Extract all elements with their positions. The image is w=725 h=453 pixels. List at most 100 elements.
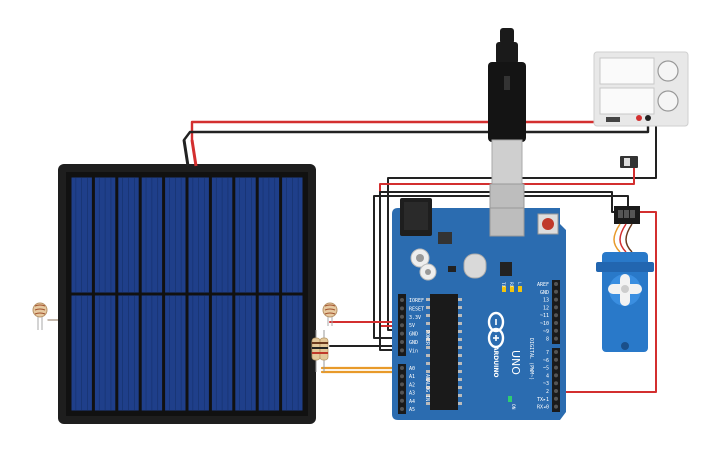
power-pin-label: GND [409, 340, 418, 346]
analog-header [398, 364, 406, 414]
bench-power-supply[interactable] [593, 51, 689, 127]
digital-pin-label: TX▸1 [537, 397, 549, 403]
pin-holes [400, 282, 558, 411]
power-pin-label: 5V [409, 323, 415, 329]
digital-pin-label: 7 [546, 350, 549, 356]
digital-pin[interactable] [554, 373, 558, 378]
analog-pin[interactable] [400, 398, 404, 403]
digital-pin[interactable] [554, 328, 558, 333]
usb-cable[interactable] [488, 28, 526, 213]
digital-pin-label: 13 [543, 298, 549, 304]
digital-header-label: DIGITAL (PWM~) [528, 338, 534, 380]
digital-pin-label: ~5 [543, 366, 549, 372]
psu-knob-current[interactable] [657, 90, 679, 112]
digital-pin[interactable] [554, 336, 558, 341]
digital-pin[interactable] [554, 297, 558, 302]
reset-button[interactable] [542, 218, 554, 230]
digital-pin[interactable] [554, 381, 558, 386]
analog-pin-label: A2 [409, 382, 415, 388]
board-usb-port [489, 207, 525, 237]
wire-ldr-black[interactable] [329, 341, 403, 347]
power-pin[interactable] [400, 340, 404, 344]
wire-a1-orange[interactable] [320, 370, 404, 378]
digital-pin[interactable] [554, 313, 558, 318]
digital-pin-label: 4 [546, 373, 549, 379]
ldr-right-track [324, 304, 336, 315]
power-pin-label: GND [409, 332, 418, 338]
solar-cells [71, 177, 303, 411]
digital-pin-label: RX◂0 [537, 405, 549, 411]
tx-label: TX [500, 282, 506, 288]
analog-pin-label: A1 [409, 374, 415, 380]
digital-pin-label: GND [540, 290, 549, 296]
usb-b-shell [489, 183, 525, 213]
on-label: ON [510, 404, 516, 410]
power-pin[interactable] [400, 298, 404, 302]
power-header-label: POWER [424, 330, 430, 346]
digital-pin-label: ~10 [540, 321, 549, 327]
usb-plug-body [488, 62, 526, 142]
board-brand: ARDUINO [492, 346, 499, 377]
digital-pin[interactable] [554, 289, 558, 294]
power-pin[interactable] [400, 323, 404, 328]
analog-pin[interactable] [400, 382, 404, 387]
digital-pin[interactable] [554, 396, 558, 401]
arduino-uno[interactable]: ARDUINO UNO TX RX L ON POWER ANALOG IN D… [392, 198, 566, 420]
digital-pin-label: ~6 [543, 358, 549, 364]
digital-pin[interactable] [554, 282, 558, 286]
power-pin[interactable] [400, 314, 404, 319]
rx-label: RX [508, 282, 514, 288]
power-pin-label: IOREF [409, 298, 424, 304]
micro-servo[interactable] [596, 206, 654, 352]
usb-connector-metal [491, 139, 523, 185]
digital-pin[interactable] [554, 305, 558, 310]
analog-pin[interactable] [400, 374, 404, 379]
wire-switch-red[interactable] [379, 167, 635, 327]
power-pin[interactable] [400, 306, 404, 311]
analog-pin-label: A3 [409, 391, 415, 397]
power-pin-label: 3.3V [409, 315, 421, 321]
psu-terminal-positive[interactable] [636, 115, 642, 121]
resistor-pair[interactable] [311, 330, 329, 372]
slide-switch[interactable] [620, 156, 638, 168]
wire-panel-red-to-psu[interactable] [190, 114, 641, 142]
solar-lead-red [190, 139, 198, 167]
analog-pin-label: A4 [409, 399, 415, 405]
analog-pin[interactable] [400, 390, 404, 395]
l-label: L [516, 282, 522, 285]
digital-pin[interactable] [554, 357, 558, 362]
digital-pin[interactable] [554, 321, 558, 325]
digital-pin-label: AREF [537, 282, 549, 288]
solar-panel[interactable] [58, 139, 316, 424]
psu-terminal-negative[interactable] [645, 115, 651, 121]
power-pin-label: RESET [409, 306, 424, 312]
arduino-logo [487, 311, 505, 349]
analog-pin-label: A0 [409, 366, 415, 372]
photoresistor-right[interactable] [322, 302, 338, 326]
digital-pin-label: ~11 [540, 313, 549, 319]
psu-knob-voltage[interactable] [657, 60, 679, 82]
digital-pin-label: ~9 [543, 329, 549, 335]
digital-pin[interactable] [554, 350, 558, 354]
solar-lead-black [182, 139, 190, 167]
psu-display-voltage [599, 57, 655, 85]
ldr-left-track [34, 304, 46, 315]
power-pin[interactable] [400, 331, 404, 336]
pin-labels: IOREFRESET3.3V5VGNDGNDVinA0A1A2A3A4A5ARE… [409, 282, 549, 413]
photoresistor-left[interactable] [32, 302, 48, 330]
chip-legs [426, 298, 462, 405]
digital-pin[interactable] [554, 365, 558, 370]
digital-pin-label: ~3 [543, 381, 549, 387]
wire-panel-black-to-psu[interactable] [182, 114, 650, 142]
analog-header-label: ANALOG IN [424, 374, 430, 401]
analog-pin-label: A5 [409, 407, 415, 413]
digital-pin[interactable] [554, 404, 558, 409]
digital-pin[interactable] [554, 389, 558, 393]
analog-pin[interactable] [400, 407, 404, 411]
digital-header-bottom [552, 348, 560, 412]
wire-gnd-black[interactable] [373, 195, 629, 339]
analog-pin[interactable] [400, 366, 404, 370]
power-pin[interactable] [400, 348, 404, 353]
wire-servo-red[interactable] [555, 211, 657, 393]
